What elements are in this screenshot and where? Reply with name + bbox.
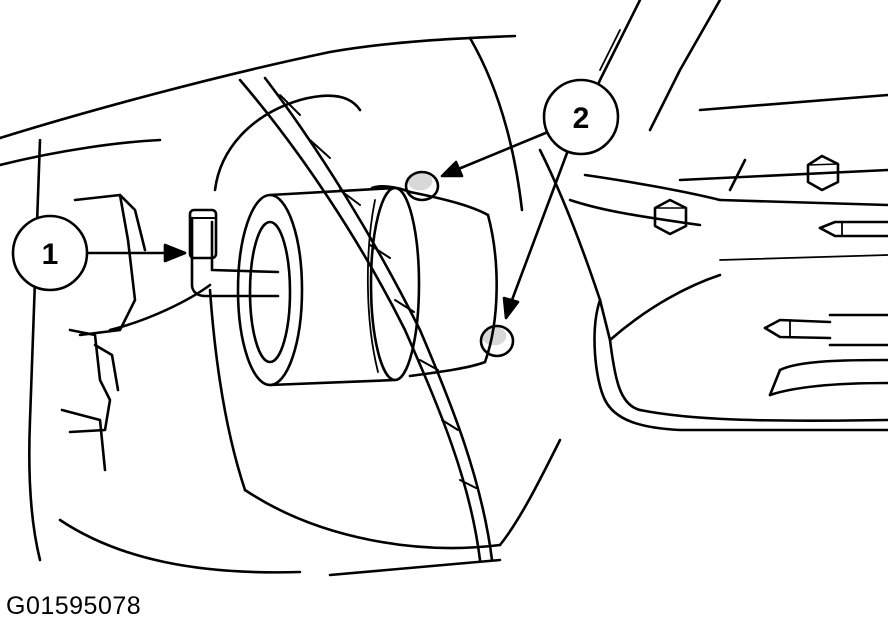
leader-line-2a — [440, 130, 550, 178]
leader-line-1 — [86, 243, 187, 263]
bracket-bolt-top-right — [806, 154, 840, 192]
cylinder-housing — [236, 185, 498, 387]
retainer-clip-lower — [763, 313, 888, 347]
figure-code: G01595078 — [6, 592, 142, 620]
bolt-upper — [404, 170, 440, 202]
callout-1-label: 1 — [42, 238, 59, 271]
bolt-lower — [479, 324, 515, 358]
callout-2-label: 2 — [573, 102, 590, 135]
callout-2-circle — [542, 78, 620, 156]
callout-2: 2 — [542, 78, 620, 156]
wiring-harness — [238, 76, 494, 562]
retainer-clip-upper — [818, 220, 888, 238]
callout-1: 1 — [11, 214, 89, 292]
left-bracket — [60, 193, 147, 472]
connector-wire — [213, 94, 362, 192]
right-bracket — [538, 0, 888, 432]
housing-outline — [0, 34, 562, 577]
leader-line-2b — [502, 143, 572, 320]
callout-1-circle — [11, 214, 89, 292]
connector-pin — [188, 208, 280, 298]
bracket-bolt-center — [653, 198, 688, 236]
